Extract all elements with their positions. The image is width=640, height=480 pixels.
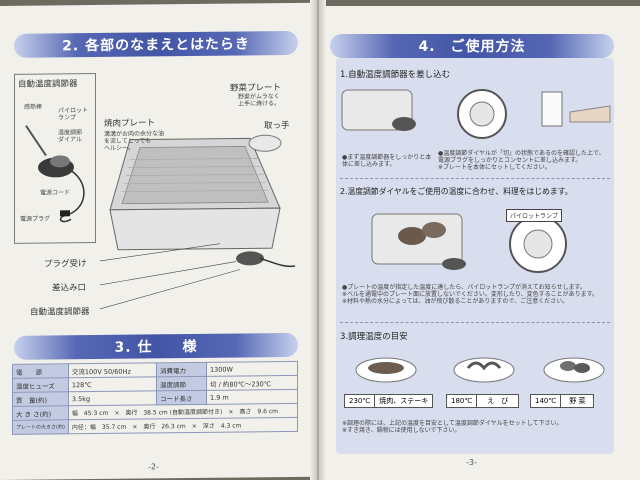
book-gutter — [310, 0, 326, 480]
label-grill-plate: 焼肉プレート — [104, 118, 156, 129]
divider — [340, 322, 610, 323]
spec-value: 128℃ — [68, 376, 157, 392]
label-handle: 取っ手 — [264, 120, 290, 132]
step-2-note: ●プレートの温度が指定した温度に達したら、パイロットランプが消えてお知らせします… — [342, 284, 599, 305]
step-2-title: 2.温度調節ダイヤルをご使用の温度に合わせ、料理をはじめます。 — [340, 187, 573, 196]
temp-guide-1-temp: 230℃ — [345, 395, 376, 407]
section-2-header: 2. 各部のなまえとはたらき — [14, 30, 298, 58]
footer-note: ※調理の際には、上記の温度を目安として温度調節ダイヤルをセットして下さい。 ※す… — [342, 420, 563, 434]
spec-value: 1300W — [206, 361, 298, 377]
step-1-title: 1.自動温度調節器を差し込む — [340, 70, 451, 80]
step-3-title: 3.調理温度の目安 — [340, 332, 408, 342]
spec-key: プレートの大きさ(約) — [12, 419, 69, 435]
spec-key: 温度ヒューズ — [12, 377, 69, 393]
spec-key: 大 き さ(約) — [12, 405, 69, 421]
table-row: プレートの大きさ(約) 内径：幅 35.7 cm × 奥行 26.3 cm × … — [12, 417, 298, 435]
griddle-illustration — [109, 134, 296, 268]
page-number-right: -3- — [466, 458, 477, 467]
spec-value: 内径：幅 35.7 cm × 奥行 26.3 cm × 深さ 4.3 cm — [68, 417, 298, 434]
label-thermostat: 自動温度調節器 — [30, 307, 90, 318]
page-number-left: -2- — [148, 462, 159, 472]
spec-key: 質 量(約) — [12, 391, 69, 407]
pilot-lamp-label: パイロットランプ — [506, 209, 562, 222]
spec-key: 消費電力 — [156, 362, 207, 377]
temp-guide-2: 180℃ え び — [446, 394, 520, 408]
spec-key: コード長さ — [156, 390, 207, 405]
spec-key: 温度調節 — [156, 376, 207, 391]
step-1-illustration — [341, 89, 611, 139]
spec-value: 切 / 約80℃〜230℃ — [206, 375, 298, 391]
label-plug-receiver: プラグ受け — [44, 259, 87, 270]
temp-guide-1: 230℃ 焼肉、ステーキ — [344, 394, 434, 408]
label-insert-port: 差込み口 — [52, 283, 87, 294]
spec-key: 電 源 — [12, 363, 69, 379]
temp-guide-2-temp: 180℃ — [447, 395, 478, 407]
temp-guide-1-food: 焼肉、ステーキ — [379, 397, 429, 405]
spec-value: 3.5kg — [68, 390, 157, 406]
label-sensor-rod: 感熱棒 — [24, 103, 43, 111]
left-page: 2. 各部のなまえとはたらき 自動温度調節器 感熱棒 パイロット ランプ 温度調… — [0, 2, 316, 480]
divider — [340, 178, 610, 179]
temp-guide-3-food: 野 菜 — [569, 397, 586, 405]
spec-table: 電 源 交流100V 50/60Hz 消費電力 1300W 温度ヒューズ 128… — [12, 361, 298, 435]
section-4-header: 4. ご使用方法 — [330, 34, 614, 58]
temp-guide-3-temp: 140℃ — [531, 395, 562, 407]
section-3-header: 3. 仕 様 — [14, 332, 298, 360]
temp-guide-3: 140℃ 野 菜 — [530, 394, 595, 408]
leader-lines — [99, 243, 241, 310]
thermostat-illustration — [25, 125, 85, 223]
label-veg-plate: 野菜プレート — [230, 83, 282, 94]
step-1-note-left: ●まず温度調節器をしっかりと本 体に差し込みます。 — [342, 154, 432, 168]
note-veg-plate: 野菜がムラなく 上手に焼ける。 — [238, 93, 281, 108]
thermostat-box-title: 自動温度調節器 — [18, 79, 78, 90]
spec-value: 1.9 m — [206, 389, 298, 405]
step-1-note-right: ●温度調節ダイヤルが「切」の状態であるのを確認した上で、 電源プラグをしっかりと… — [438, 150, 605, 171]
temp-guide-2-food: え び — [487, 397, 509, 405]
step-2-illustration — [371, 213, 567, 273]
spec-value: 交流100V 50/60Hz — [68, 362, 157, 378]
note-grill-plate: 溝溝がお肉の余分な油 を流してとっても ヘルシー。 — [104, 130, 165, 152]
food-illustrations — [355, 357, 605, 383]
